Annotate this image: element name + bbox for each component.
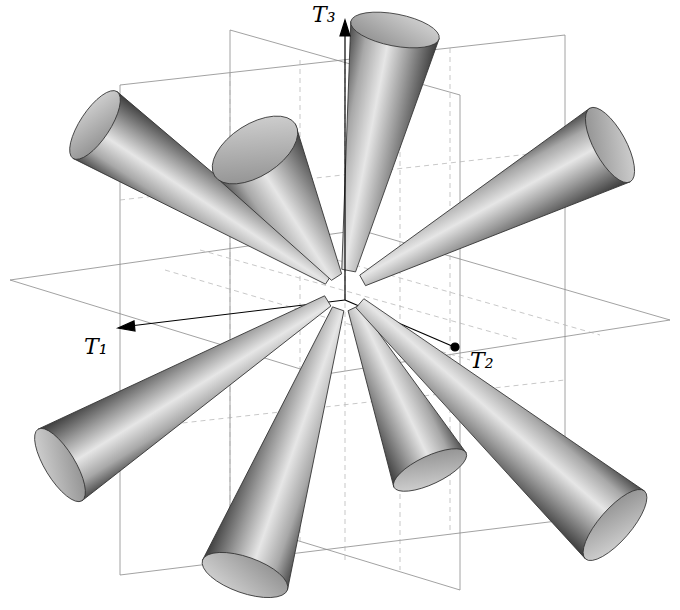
- axis-label: T₃: [312, 4, 336, 26]
- axis-label: T₂: [470, 350, 494, 372]
- axis-label: T₁: [84, 336, 108, 358]
